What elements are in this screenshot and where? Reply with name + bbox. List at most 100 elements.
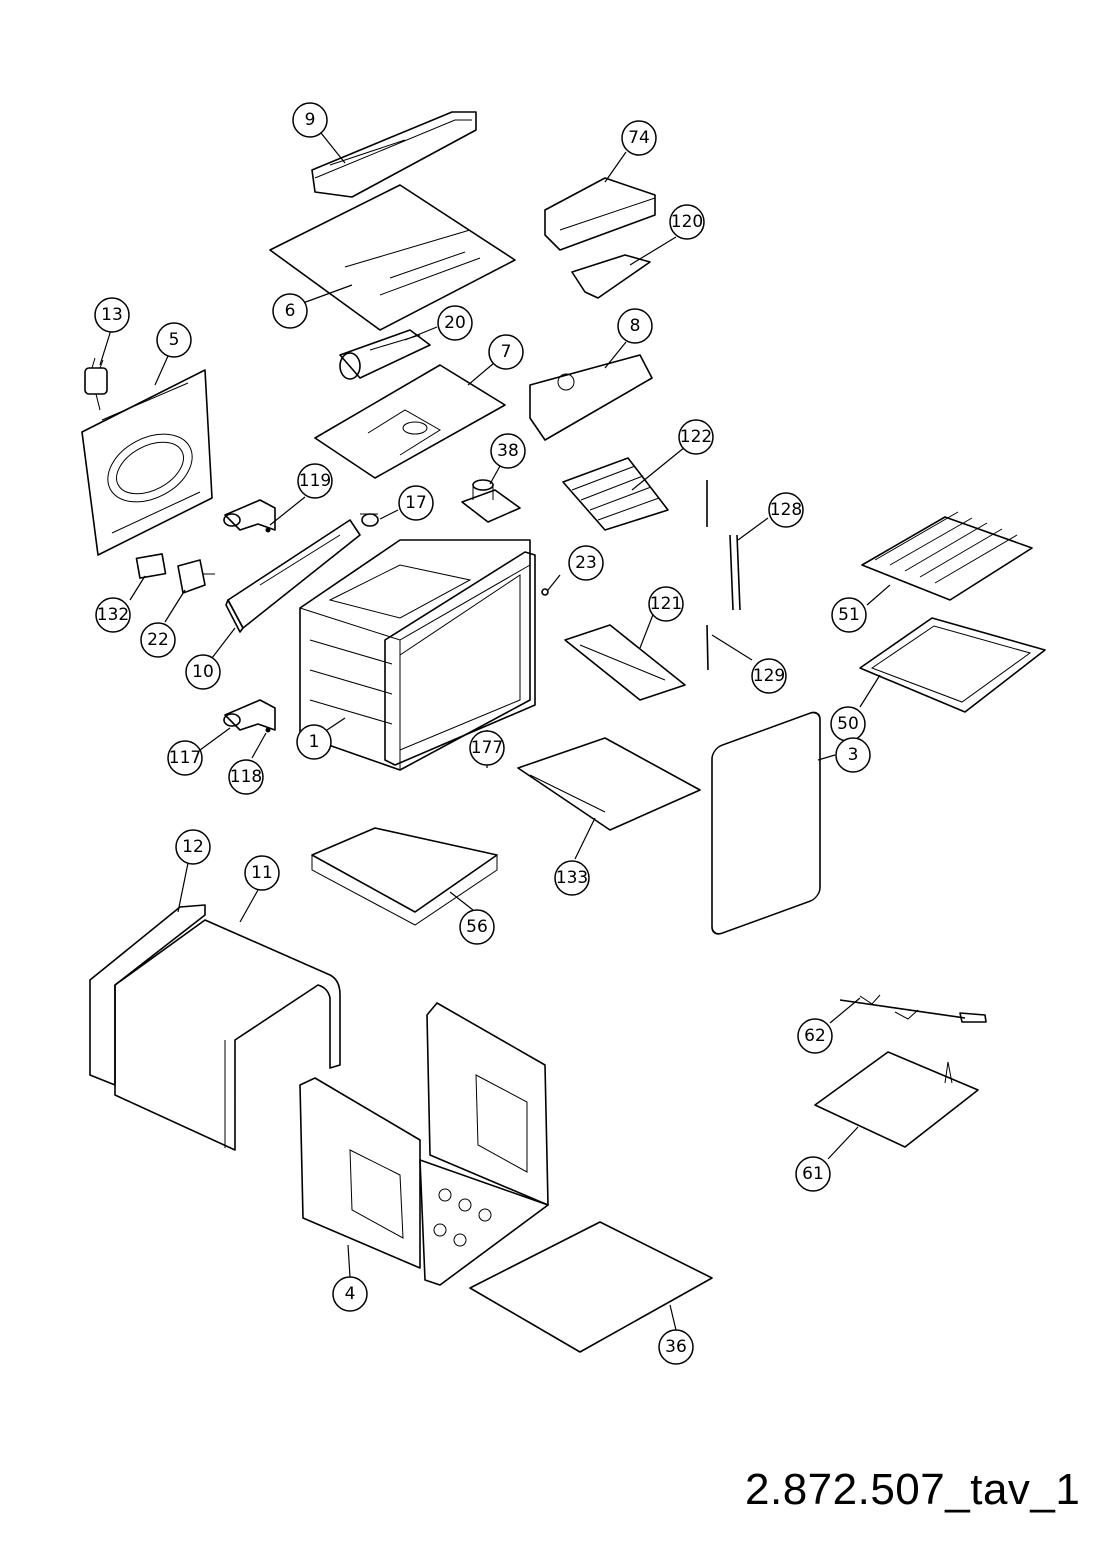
callout-119-label: 119 bbox=[299, 471, 331, 491]
part-121-element bbox=[564, 624, 686, 701]
callout-122-label: 122 bbox=[680, 427, 712, 447]
part-8-side-panel bbox=[529, 354, 653, 441]
callout-8-label: 8 bbox=[630, 316, 641, 336]
callout-17-label: 17 bbox=[405, 493, 427, 513]
callout-20-label: 20 bbox=[444, 313, 466, 333]
part-120-deflector bbox=[571, 254, 651, 299]
part-118-screw bbox=[265, 727, 271, 733]
part-132-switch bbox=[135, 553, 167, 579]
part-11-outer-casing bbox=[114, 919, 341, 1151]
part-117-holder bbox=[223, 699, 276, 731]
callout-17: 17 bbox=[398, 485, 434, 521]
callout-132: 132 bbox=[95, 597, 131, 633]
callout-120: 120 bbox=[669, 204, 705, 240]
callout-50: 50 bbox=[830, 706, 866, 742]
callout-120-label: 120 bbox=[671, 212, 703, 232]
callout-10: 10 bbox=[185, 654, 221, 690]
callout-133-label: 133 bbox=[556, 868, 588, 888]
callout-22: 22 bbox=[140, 622, 176, 658]
part-38-lamp bbox=[461, 479, 521, 523]
callout-74: 74 bbox=[621, 120, 657, 156]
callout-50-label: 50 bbox=[837, 714, 859, 734]
callout-51-label: 51 bbox=[838, 605, 860, 625]
part-51-wire-rack bbox=[861, 511, 1033, 601]
callout-118-label: 118 bbox=[230, 767, 262, 787]
callout-177-label: 177 bbox=[471, 738, 503, 758]
callout-3-label: 3 bbox=[848, 745, 859, 765]
callout-10-label: 10 bbox=[192, 662, 214, 682]
callout-13-label: 13 bbox=[101, 305, 123, 325]
callout-56-label: 56 bbox=[466, 917, 488, 937]
callout-8: 8 bbox=[617, 308, 653, 344]
callout-3: 3 bbox=[835, 737, 871, 773]
callout-4-label: 4 bbox=[345, 1284, 356, 1304]
part-17-lamp-holder bbox=[360, 513, 379, 527]
part-62-rotisserie-spit bbox=[839, 994, 987, 1023]
part-9-top-duct bbox=[311, 111, 477, 198]
callout-117-label: 117 bbox=[169, 748, 201, 768]
callout-20: 20 bbox=[437, 305, 473, 341]
part-122-grill-element bbox=[562, 457, 669, 531]
callout-129: 129 bbox=[751, 658, 787, 694]
part-119-holder bbox=[223, 499, 276, 531]
part-119-screw bbox=[265, 527, 271, 533]
callout-177: 177 bbox=[469, 730, 505, 766]
callout-23-label: 23 bbox=[575, 553, 597, 573]
part-128-rod bbox=[729, 534, 741, 611]
callout-117: 117 bbox=[167, 740, 203, 776]
callout-6: 6 bbox=[272, 293, 308, 329]
part-13-motor bbox=[84, 357, 108, 411]
callout-23: 23 bbox=[568, 545, 604, 581]
callout-13: 13 bbox=[94, 297, 130, 333]
callout-38-label: 38 bbox=[497, 441, 519, 461]
callout-22-label: 22 bbox=[147, 630, 169, 650]
callout-118: 118 bbox=[228, 759, 264, 795]
callout-132-label: 132 bbox=[97, 605, 129, 625]
part-10-bracket bbox=[225, 519, 361, 633]
drawing-code: 2.872.507_tav_1 bbox=[745, 1465, 1081, 1514]
part-22-thermostat bbox=[177, 559, 215, 594]
callout-11: 11 bbox=[244, 855, 280, 891]
callout-62: 62 bbox=[797, 1018, 833, 1054]
callout-5-label: 5 bbox=[169, 330, 180, 350]
callout-62-label: 62 bbox=[804, 1026, 826, 1046]
part-6-top-panel bbox=[269, 184, 516, 331]
callout-4: 4 bbox=[332, 1276, 368, 1312]
part-133-bottom-plate bbox=[517, 737, 701, 831]
callout-128: 128 bbox=[768, 492, 804, 528]
part-177-front-frame bbox=[384, 551, 536, 766]
part-3-door-seal bbox=[711, 711, 821, 935]
callout-1: 1 bbox=[296, 724, 332, 760]
callout-7: 7 bbox=[488, 334, 524, 370]
callout-6-label: 6 bbox=[285, 301, 296, 321]
part-129-probe bbox=[706, 624, 709, 671]
part-61-support-frame bbox=[814, 1051, 979, 1148]
callout-74-label: 74 bbox=[628, 128, 650, 148]
callout-1-label: 1 bbox=[309, 732, 320, 752]
part-5-back-panel bbox=[81, 369, 213, 556]
callout-121: 121 bbox=[648, 586, 684, 622]
callout-7-label: 7 bbox=[501, 342, 512, 362]
part-36-bottom-sheet bbox=[469, 1221, 713, 1353]
callout-61-label: 61 bbox=[802, 1164, 824, 1184]
part-20-fan-heater bbox=[339, 329, 431, 380]
part-50-baking-tray bbox=[859, 617, 1046, 713]
callout-56: 56 bbox=[459, 909, 495, 945]
callout-9-label: 9 bbox=[305, 110, 316, 130]
part-1-oven-cavity bbox=[299, 539, 531, 771]
part-4-side-panels bbox=[299, 1002, 549, 1286]
part-12-insulation bbox=[89, 904, 206, 1086]
callout-61: 61 bbox=[795, 1156, 831, 1192]
part-23-screw bbox=[541, 588, 549, 596]
callout-36: 36 bbox=[658, 1329, 694, 1365]
callout-51: 51 bbox=[831, 597, 867, 633]
callout-9: 9 bbox=[292, 102, 328, 138]
callout-129-label: 129 bbox=[753, 666, 785, 686]
callout-133: 133 bbox=[554, 860, 590, 896]
leader-lines bbox=[99, 132, 891, 1331]
callout-5: 5 bbox=[156, 322, 192, 358]
callout-36-label: 36 bbox=[665, 1337, 687, 1357]
callout-12-label: 12 bbox=[182, 837, 204, 857]
callout-12: 12 bbox=[175, 829, 211, 865]
callout-119: 119 bbox=[297, 463, 333, 499]
